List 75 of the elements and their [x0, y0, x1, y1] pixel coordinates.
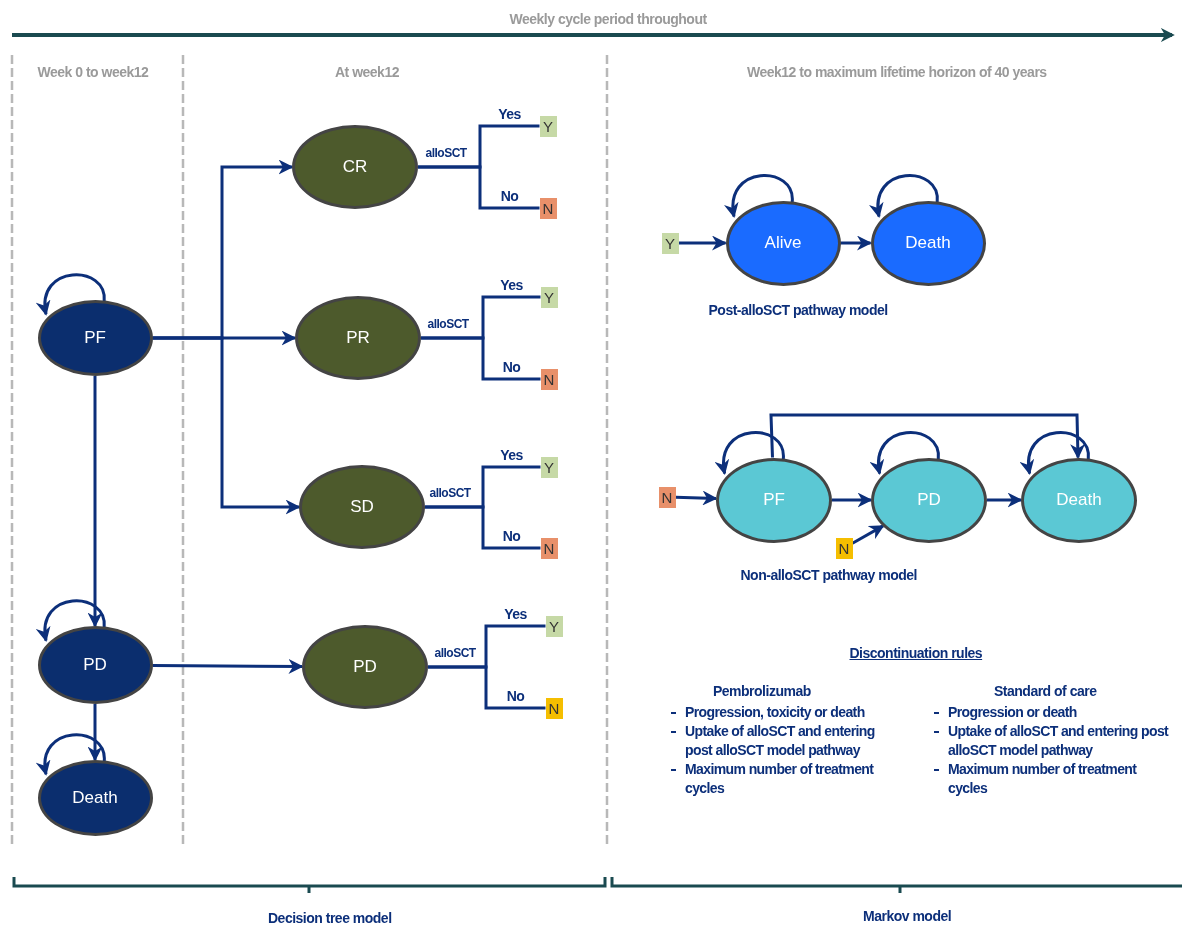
heading: At week12 [335, 64, 399, 80]
state-ellipse: PD [302, 625, 428, 709]
arrow [987, 492, 1023, 508]
branch-line [425, 505, 541, 550]
arrow [769, 413, 1086, 459]
state-ellipse: CR [292, 125, 418, 209]
model-caption: Non-alloSCT pathway model [740, 567, 917, 583]
arrow [152, 658, 304, 674]
arrow [678, 235, 727, 251]
state-ellipse: SD [299, 465, 425, 549]
bullet-text: Maximum number of treatment cycles [685, 760, 875, 798]
branch-line [428, 665, 546, 710]
heading: Week12 to maximum lifetime horizon of 40 years [747, 64, 1047, 80]
state-ellipse: PF [37, 300, 153, 376]
bullet-text: Progression, toxicity or death [685, 703, 866, 722]
outcome-marker: Y [661, 232, 679, 254]
edge-label: Yes [499, 278, 524, 293]
self-loop-arrow [1020, 431, 1090, 475]
arrow [832, 492, 873, 508]
arrow [840, 235, 872, 251]
edge-label: Yes [497, 107, 522, 122]
outcome-marker: Y [539, 115, 557, 137]
branch-label: alloSCT [429, 486, 471, 500]
section-heading: Discontinuation rules [849, 645, 983, 661]
outcome-marker: Y [540, 286, 558, 308]
state-ellipse: Alive [725, 200, 841, 286]
branch-label: alloSCT [434, 646, 476, 660]
state-ellipse: PD [37, 626, 153, 704]
state-ellipse: PF [716, 457, 832, 543]
outcome-marker: N [539, 197, 557, 219]
arrow [87, 376, 103, 628]
self-loop-arrow [870, 174, 939, 218]
model-label: Markov model [863, 908, 952, 924]
bullet-text: Uptake of alloSCT and entering post alloSCT model pathway [948, 722, 1170, 760]
state-ellipse: Death [1021, 457, 1137, 543]
model-label: Decision tree model [268, 910, 392, 926]
outcome-marker: Y [540, 456, 558, 478]
arrow [851, 524, 885, 545]
state-ellipse: PD [871, 457, 987, 543]
arrow [152, 336, 301, 515]
state-ellipse: PR [295, 296, 421, 380]
model-caption: Post-alloSCT pathway model [708, 302, 888, 318]
outcome-marker: N [540, 537, 558, 559]
edge-label: No [501, 529, 522, 544]
outcome-marker: N [545, 697, 563, 719]
outcome-marker: N [658, 486, 676, 508]
arrow [675, 490, 718, 506]
state-ellipse: Death [37, 760, 153, 836]
column-heading: Standard of care [994, 683, 1097, 699]
edge-label: Yes [499, 448, 524, 463]
self-loop-arrow [37, 273, 106, 316]
edge-label: No [499, 189, 520, 204]
outcome-marker: Y [545, 615, 563, 637]
bullet-text: Maximum number of treatment cycles [948, 760, 1138, 798]
branch-label: alloSCT [425, 146, 467, 160]
self-loop-arrow [870, 431, 940, 475]
bullet-text: Progression or death [948, 703, 1078, 722]
outcome-marker: N [835, 537, 853, 559]
edge-label: No [505, 689, 526, 704]
edge-label: No [501, 360, 522, 375]
branch-line [421, 336, 541, 381]
branch-line [418, 165, 540, 210]
state-ellipse: Death [870, 200, 986, 286]
self-loop-arrow [37, 599, 106, 643]
branch-label: alloSCT [427, 317, 469, 331]
heading: Week 0 to week12 [37, 64, 149, 80]
self-loop-arrow [37, 733, 106, 776]
self-loop-arrow [715, 431, 785, 475]
edge-label: Yes [503, 607, 528, 622]
heading: Weekly cycle period throughout [509, 11, 707, 27]
bullet-text: Uptake of alloSCT and entering post alloSCT model pathway [685, 722, 876, 760]
arrow [87, 704, 103, 762]
outcome-marker: N [540, 368, 558, 390]
column-heading: Pembrolizumab [713, 683, 811, 699]
self-loop-arrow [725, 174, 794, 218]
